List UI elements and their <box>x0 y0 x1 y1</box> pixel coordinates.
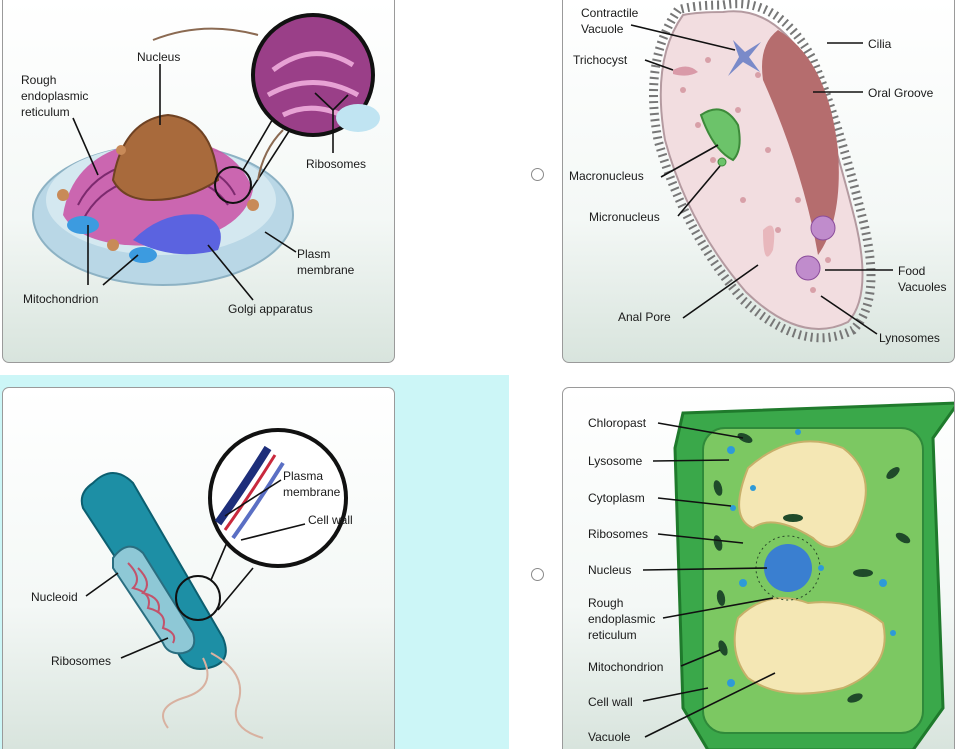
label-contractile-line1: Contractile <box>581 6 639 20</box>
label-vacuole: Vacuole <box>588 730 631 744</box>
label-rough-er-line2: endoplasmic <box>21 89 88 103</box>
label-micronucleus: Micronucleus <box>589 210 660 224</box>
label-nucleoid: Nucleoid <box>31 590 78 604</box>
label-rough-er-line2: endoplasmic <box>588 612 655 626</box>
bacterium-diagram: Plasma membrane Cell wall Nucleoid Ribos… <box>31 428 353 739</box>
label-mitochondrion: Mitochondrion <box>588 660 663 674</box>
label-cytoplasm: Cytoplasm <box>588 491 645 505</box>
label-plasm-line2: membrane <box>297 263 355 277</box>
label-contractile-line2: Vacuole <box>581 22 624 36</box>
label-ribosomes: Ribosomes <box>306 157 366 171</box>
option-radio-paramecium[interactable] <box>531 168 544 181</box>
label-ribosomes: Ribosomes <box>588 527 648 541</box>
label-rough-er-line1: Rough <box>588 596 623 610</box>
label-golgi: Golgi apparatus <box>228 302 313 316</box>
label-nucleus: Nucleus <box>588 563 631 577</box>
label-rough-er-line1: Rough <box>21 73 56 87</box>
animal-cell-card: Nucleus Rough endoplasmic reticulum Ribo… <box>2 0 395 363</box>
option-radio-plant-cell[interactable] <box>531 568 544 581</box>
label-trichocyst: Trichocyst <box>573 53 628 67</box>
bacterium-card: Plasma membrane Cell wall Nucleoid Ribos… <box>2 387 395 749</box>
paramecium-card: Contractile Vacuole Trichocyst Cilia Ora… <box>562 0 955 363</box>
label-chloroplast: Chloropast <box>588 416 647 430</box>
label-plasma-line1: Plasma <box>283 469 323 483</box>
label-food-vacuoles-line1: Food <box>898 264 925 278</box>
animal-cell-diagram: Nucleus Rough endoplasmic reticulum Ribo… <box>21 13 380 316</box>
label-anal-pore: Anal Pore <box>618 310 671 324</box>
label-plasma-line2: membrane <box>283 485 341 499</box>
plant-cell-diagram: Chloropast Lysosome Cytoplasm Ribosomes … <box>588 401 954 749</box>
label-ribosomes: Ribosomes <box>51 654 111 668</box>
label-rough-er-line3: reticulum <box>21 105 70 119</box>
paramecium-diagram: Contractile Vacuole Trichocyst Cilia Ora… <box>569 0 946 345</box>
label-rough-er-line3: reticulum <box>588 628 637 642</box>
label-cilia: Cilia <box>868 37 892 51</box>
label-cell-wall: Cell wall <box>588 695 633 709</box>
label-lynosomes: Lynosomes <box>879 331 940 345</box>
label-macronucleus: Macronucleus <box>569 169 644 183</box>
label-plasm-line1: Plasm <box>297 247 330 261</box>
label-cell-wall: Cell wall <box>308 513 353 527</box>
label-nucleus: Nucleus <box>137 50 180 64</box>
label-food-vacuoles-line2: Vacuoles <box>898 280 946 294</box>
label-lysosome: Lysosome <box>588 454 643 468</box>
label-oral-groove: Oral Groove <box>868 86 934 100</box>
plant-cell-card: Chloropast Lysosome Cytoplasm Ribosomes … <box>562 387 955 749</box>
label-mitochondrion: Mitochondrion <box>23 292 98 306</box>
